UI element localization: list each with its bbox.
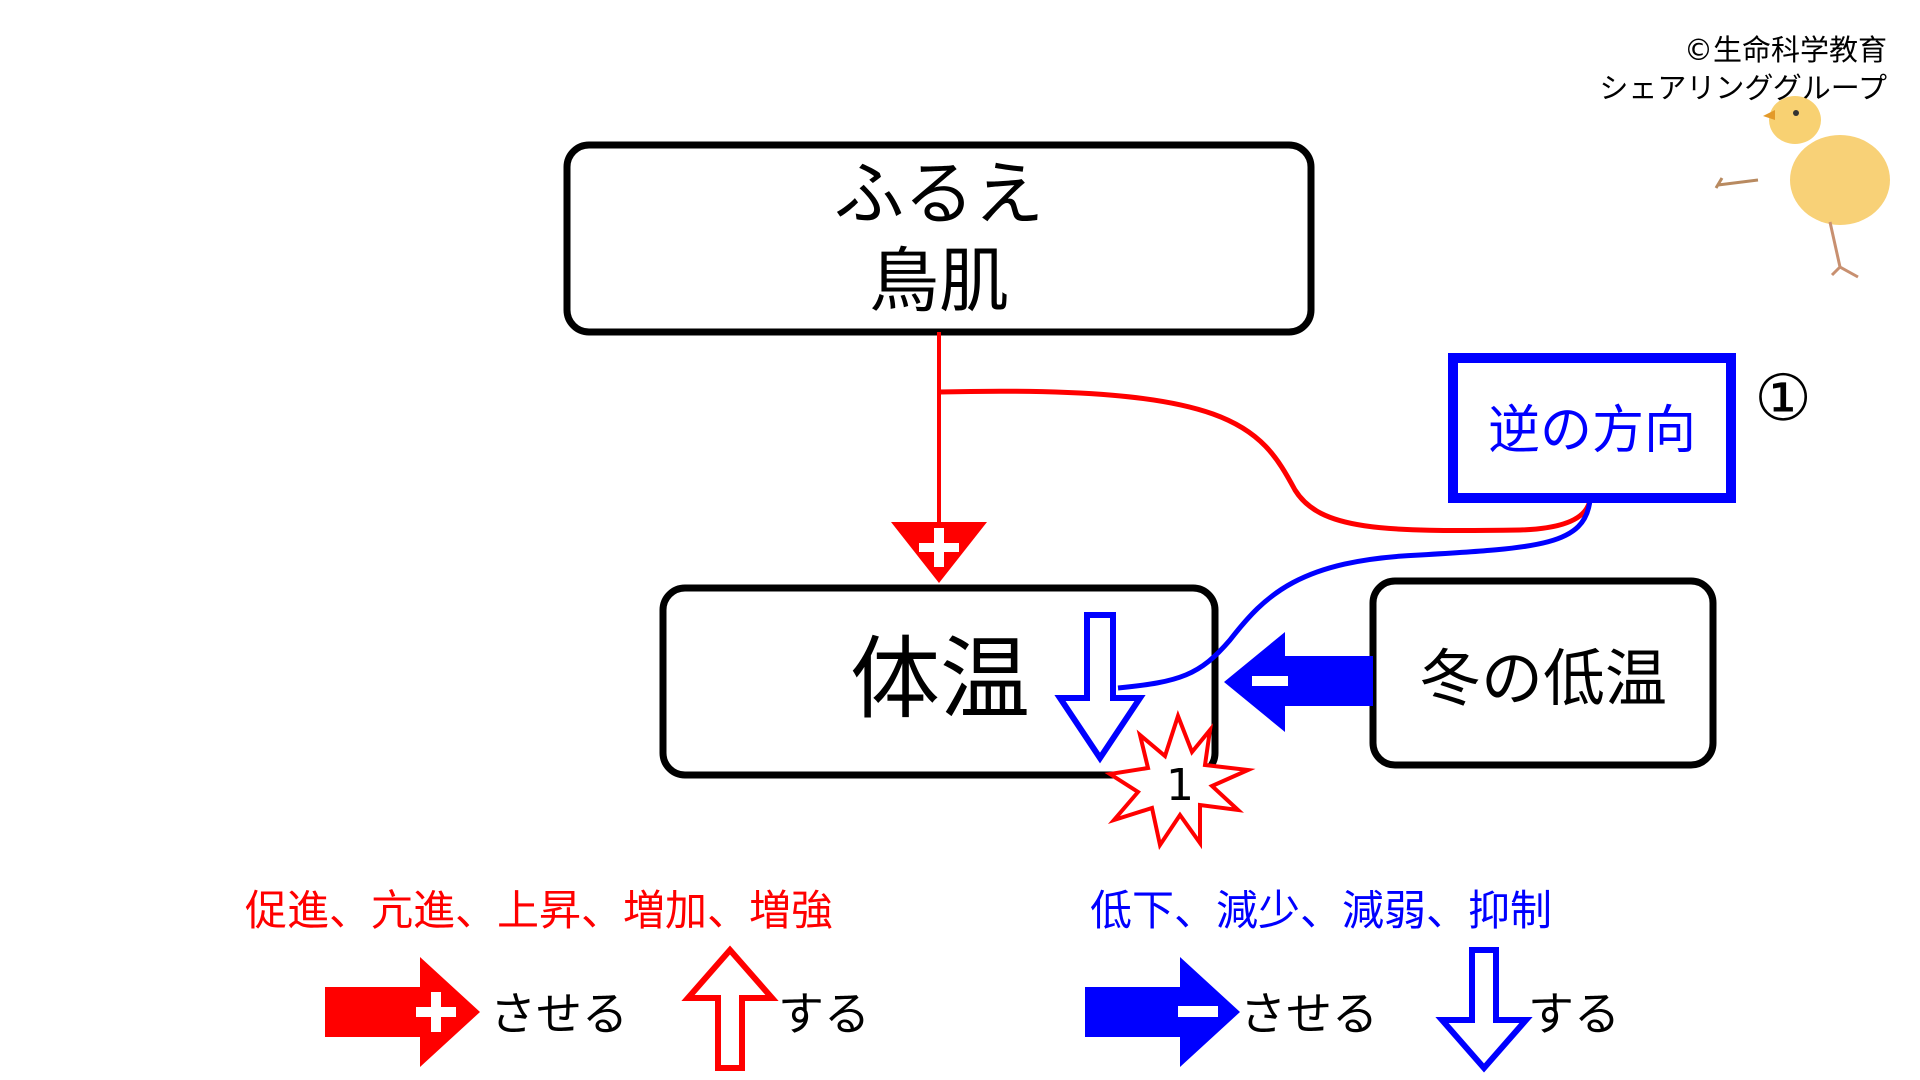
starburst-icon (1104, 710, 1256, 851)
winter-cold-label: 冬の低温 (1419, 642, 1667, 715)
decrease-terms-text: 低下、減少、減弱、抑制 (1090, 886, 1552, 935)
goosebumps-label: 鳥肌 (869, 240, 1009, 322)
copyright-line-1: ©生命科学教育 (1684, 33, 1887, 67)
copyright-line-2: シェアリンググループ (1599, 71, 1887, 105)
minus-arrow-icon (1224, 632, 1373, 732)
increase-terms-text: 促進、亢進、上昇、増加、増強 (245, 886, 833, 935)
chick-mascot-icon (1714, 96, 1890, 279)
red-curve-connector (938, 388, 1593, 533)
legend-plus-arrow-icon (325, 957, 480, 1067)
legend-decrease-hollow-arrow-icon (1435, 947, 1533, 1073)
burst-number: 1 (1166, 760, 1194, 811)
legend-decrease-label: する (1528, 987, 1620, 1041)
reverse-direction-box (1448, 353, 1736, 503)
plus-arrowhead-icon (891, 522, 987, 583)
reverse-direction-label: 逆の方向 (1488, 401, 1696, 461)
shivering-label: ふるえ (834, 153, 1044, 235)
blue-curve-connector (1117, 499, 1593, 691)
body-temperature-label: 体温 (850, 627, 1030, 732)
burst-badge: 1 (1104, 710, 1256, 851)
decrease-hollow-arrow-icon (1054, 612, 1146, 764)
legend-make-increase-label: させる (490, 987, 628, 1041)
circled-number-badge: ① (1754, 362, 1811, 436)
legend-minus-arrow-icon (1085, 957, 1240, 1067)
legend-increase-label: する (778, 987, 870, 1041)
legend-make-decrease-label: させる (1240, 987, 1378, 1041)
legend-increase-hollow-arrow-icon (681, 945, 779, 1071)
